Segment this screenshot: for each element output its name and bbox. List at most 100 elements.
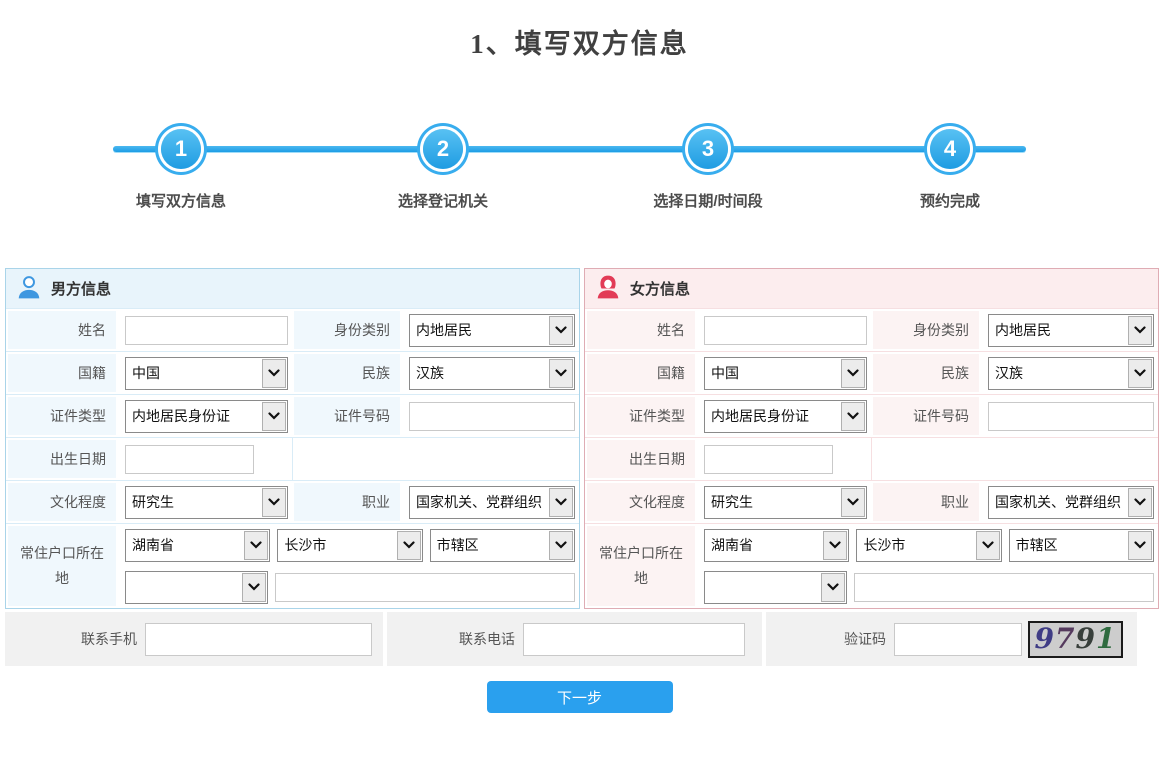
male-residence-label: 常住户口所在地 [6,524,118,608]
male-occupation-label: 职业 [292,481,402,523]
male-birth-date-label: 出生日期 [6,438,118,480]
female-ethnicity-label: 民族 [871,352,981,394]
female-name-input[interactable] [704,315,867,345]
female-occupation-select[interactable]: 国家机关、党群组织 [988,485,1154,519]
male-id-number-label: 证件号码 [292,395,402,437]
empty-cell [292,438,579,480]
female-panel-header: 女方信息 [585,269,1158,309]
empty-cell [871,438,1158,480]
next-step-button[interactable]: 下一步 [486,681,673,713]
female-nationality-select[interactable]: 中国 [704,356,867,390]
chevron-down-icon [242,572,266,602]
female-birth-date-label: 出生日期 [585,438,697,480]
female-residence-district-select[interactable]: 市辖区 [1008,528,1154,562]
step-1-circle: 1 [161,129,201,169]
chevron-down-icon [396,530,421,560]
female-ethnicity-select[interactable]: 汉族 [988,356,1154,390]
step-2-label: 选择登记机关 [397,193,488,210]
male-ethnicity-label: 民族 [292,352,402,394]
female-name-label: 姓名 [585,309,697,351]
female-identity-select[interactable]: 内地居民 [988,313,1154,347]
male-residence-street-select[interactable] [125,570,268,604]
mobile-input[interactable] [145,622,372,656]
male-occupation-select[interactable]: 国家机关、党群组织 [409,485,575,519]
male-residence-province-select[interactable]: 湖南省 [125,528,271,562]
chevron-down-icon [549,315,573,345]
stepper: 1 填写双方信息 2 选择登记机关 3 选择日期/时间段 4 预约完成 [0,123,1159,215]
chevron-down-icon [841,487,865,517]
male-panel-title: 男方信息 [51,281,112,298]
female-id-number-input[interactable] [988,401,1154,431]
chevron-down-icon [975,530,1000,560]
chevron-down-icon [244,530,269,560]
stepper-line [113,146,1026,152]
step-4-circle: 4 [930,129,970,169]
chevron-down-icon [1127,530,1152,560]
female-education-select[interactable]: 研究生 [704,485,867,519]
step-2-circle: 2 [423,129,463,169]
chevron-down-icon [841,358,865,388]
female-id-type-label: 证件类型 [585,395,697,437]
captcha-label: 验证码 [844,631,886,647]
female-id-type-select[interactable]: 内地居民身份证 [704,399,867,433]
male-residence-district-select[interactable]: 市辖区 [429,528,575,562]
male-id-type-label: 证件类型 [6,395,118,437]
female-education-label: 文化程度 [585,481,697,523]
male-info-panel: 男方信息 姓名 身份类别 内地居民 国籍 中国 民族 [5,268,580,609]
chevron-down-icon [1128,487,1152,517]
female-id-number-label: 证件号码 [871,395,981,437]
male-identity-select[interactable]: 内地居民 [409,313,575,347]
female-info-panel: 女方信息 姓名 身份类别 内地居民 国籍 中国 民族 [584,268,1159,609]
chevron-down-icon [821,572,845,602]
chevron-down-icon [1128,358,1152,388]
male-residence-detail-input[interactable] [275,572,575,602]
male-user-icon [16,274,42,304]
step-4-label: 预约完成 [919,193,980,210]
male-id-type-select[interactable]: 内地居民身份证 [125,399,288,433]
step-4: 4 预约完成 [850,123,1050,211]
chevron-down-icon [262,487,286,517]
female-residence-street-select[interactable] [704,570,847,604]
male-id-number-input[interactable] [409,401,575,431]
step-1-label: 填写双方信息 [135,193,226,210]
chevron-down-icon [549,487,573,517]
male-education-select[interactable]: 研究生 [125,485,288,519]
captcha-input[interactable] [894,622,1022,656]
male-education-label: 文化程度 [6,481,118,523]
female-residence-label: 常住户口所在地 [585,524,697,608]
male-ethnicity-select[interactable]: 汉族 [409,356,575,390]
male-name-label: 姓名 [6,309,118,351]
mobile-label: 联系手机 [81,631,137,647]
step-3-label: 选择日期/时间段 [653,193,763,210]
female-identity-label: 身份类别 [871,309,981,351]
female-occupation-label: 职业 [871,481,981,523]
chevron-down-icon [549,358,573,388]
male-name-input[interactable] [125,315,288,345]
male-residence-city-select[interactable]: 长沙市 [277,528,423,562]
female-residence-city-select[interactable]: 长沙市 [856,528,1002,562]
step-3: 3 选择日期/时间段 [608,123,808,211]
female-user-icon [595,274,621,304]
chevron-down-icon [262,401,286,431]
female-residence-province-select[interactable]: 湖南省 [704,528,850,562]
male-identity-label: 身份类别 [292,309,402,351]
male-panel-header: 男方信息 [6,269,579,309]
female-birth-date-input[interactable] [704,444,833,474]
step-3-circle: 3 [688,129,728,169]
female-residence-detail-input[interactable] [854,572,1154,602]
female-panel-title: 女方信息 [630,281,691,298]
step-2: 2 选择登记机关 [343,123,543,211]
phone-label: 联系电话 [459,631,515,647]
male-nationality-label: 国籍 [6,352,118,394]
step-1: 1 填写双方信息 [81,123,281,211]
chevron-down-icon [841,401,865,431]
chevron-down-icon [1128,315,1152,345]
phone-input[interactable] [523,622,745,656]
female-nationality-label: 国籍 [585,352,697,394]
male-birth-date-input[interactable] [125,444,254,474]
chevron-down-icon [262,358,286,388]
chevron-down-icon [823,530,848,560]
male-nationality-select[interactable]: 中国 [125,356,288,390]
